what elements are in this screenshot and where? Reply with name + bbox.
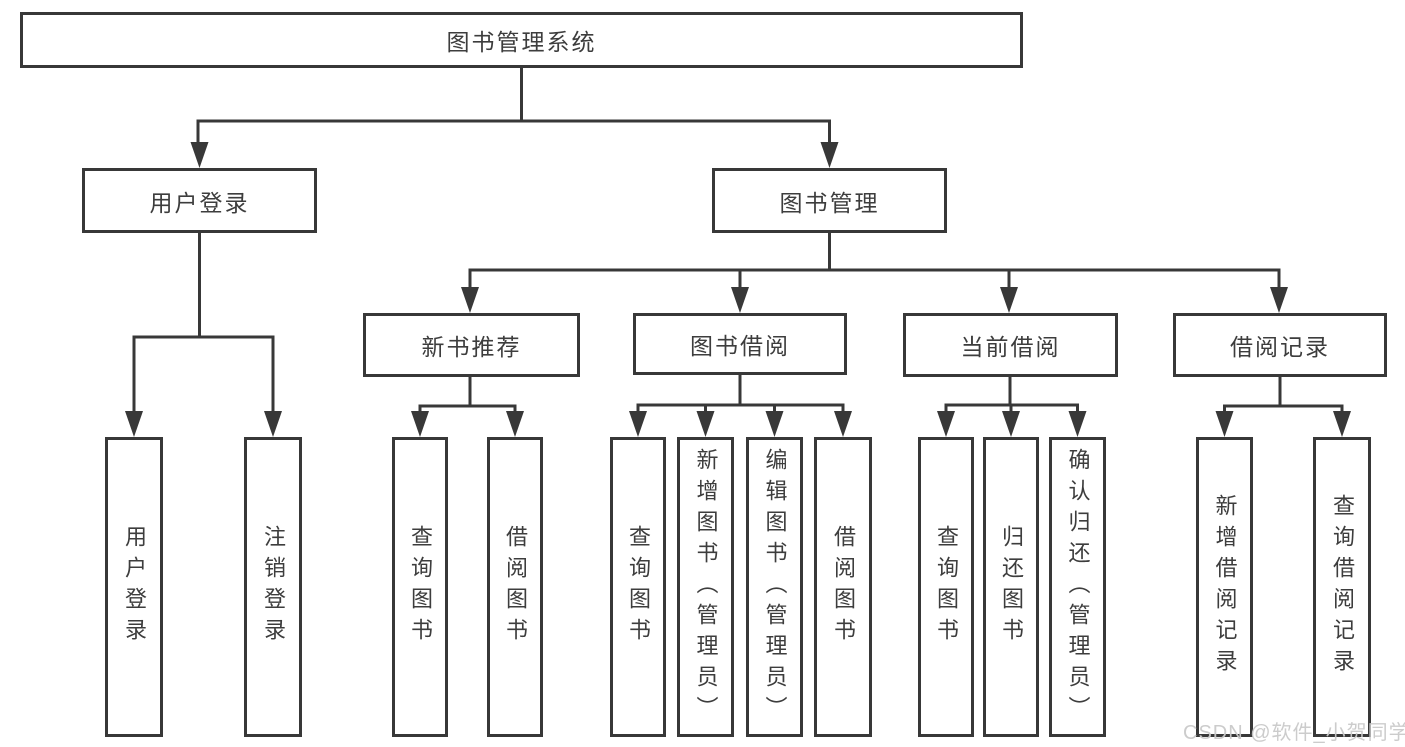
leaf-query-books-current-label: 查询图书: [934, 525, 959, 649]
leaf-logout-label: 注销登录: [261, 525, 286, 649]
node-root-label: 图书管理系统: [446, 29, 597, 55]
leaf-add-borrow-record: 新增借阅记录: [1196, 437, 1253, 737]
leaf-add-borrow-record-label: 新增借阅记录: [1212, 494, 1238, 680]
leaf-return-books-label: 归还图书: [999, 525, 1024, 649]
node-book-borrow-label: 图书借阅: [690, 333, 790, 359]
leaf-return-books: 归还图书: [983, 437, 1039, 737]
leaf-add-books-admin: 新增图书（管理员）: [677, 437, 734, 737]
leaf-confirm-return-admin: 确认归还（管理员）: [1049, 437, 1106, 737]
leaf-query-books-current: 查询图书: [918, 437, 974, 737]
arrowheads: [125, 142, 1351, 437]
leaf-add-books-admin-label: 新增图书（管理员）: [693, 447, 719, 727]
node-current-borrow-label: 当前借阅: [960, 334, 1061, 360]
node-new-book-recommend: 新书推荐: [363, 313, 580, 377]
node-borrow-records: 借阅记录: [1173, 313, 1387, 377]
leaf-query-books-borrow: 查询图书: [610, 437, 666, 737]
leaf-borrow-books: 借阅图书: [814, 437, 872, 737]
leaf-user-login-label: 用户登录: [122, 525, 147, 649]
node-new-book-recommend-label: 新书推荐: [421, 334, 522, 360]
node-user-login: 用户登录: [82, 168, 317, 233]
csdn-watermark: CSDN @软件_小贺同学: [1183, 722, 1405, 744]
leaf-edit-books-admin: 编辑图书（管理员）: [746, 437, 803, 737]
leaf-query-books-recommend-label: 查询图书: [408, 525, 433, 649]
leaf-borrow-books-recommend: 借阅图书: [487, 437, 543, 737]
node-book-management: 图书管理: [712, 168, 947, 233]
leaf-borrow-books-label: 借阅图书: [831, 525, 856, 649]
leaf-borrow-books-recommend-label: 借阅图书: [503, 525, 528, 649]
leaf-query-books-borrow-label: 查询图书: [626, 525, 651, 649]
node-book-borrow: 图书借阅: [633, 313, 847, 375]
leaf-edit-books-admin-label: 编辑图书（管理员）: [762, 447, 788, 727]
leaf-user-login: 用户登录: [105, 437, 163, 737]
leaf-query-books-recommend: 查询图书: [392, 437, 448, 737]
leaf-query-borrow-record: 查询借阅记录: [1313, 437, 1371, 737]
node-book-management-label: 图书管理: [779, 189, 880, 216]
node-current-borrow: 当前借阅: [903, 313, 1118, 377]
node-root-system: 图书管理系统: [20, 12, 1023, 68]
leaf-confirm-return-admin-label: 确认归还（管理员）: [1065, 447, 1091, 727]
leaf-query-borrow-record-label: 查询借阅记录: [1330, 494, 1355, 680]
node-borrow-records-label: 借阅记录: [1230, 334, 1330, 360]
node-user-login-label: 用户登录: [149, 189, 250, 216]
leaf-logout: 注销登录: [244, 437, 302, 737]
